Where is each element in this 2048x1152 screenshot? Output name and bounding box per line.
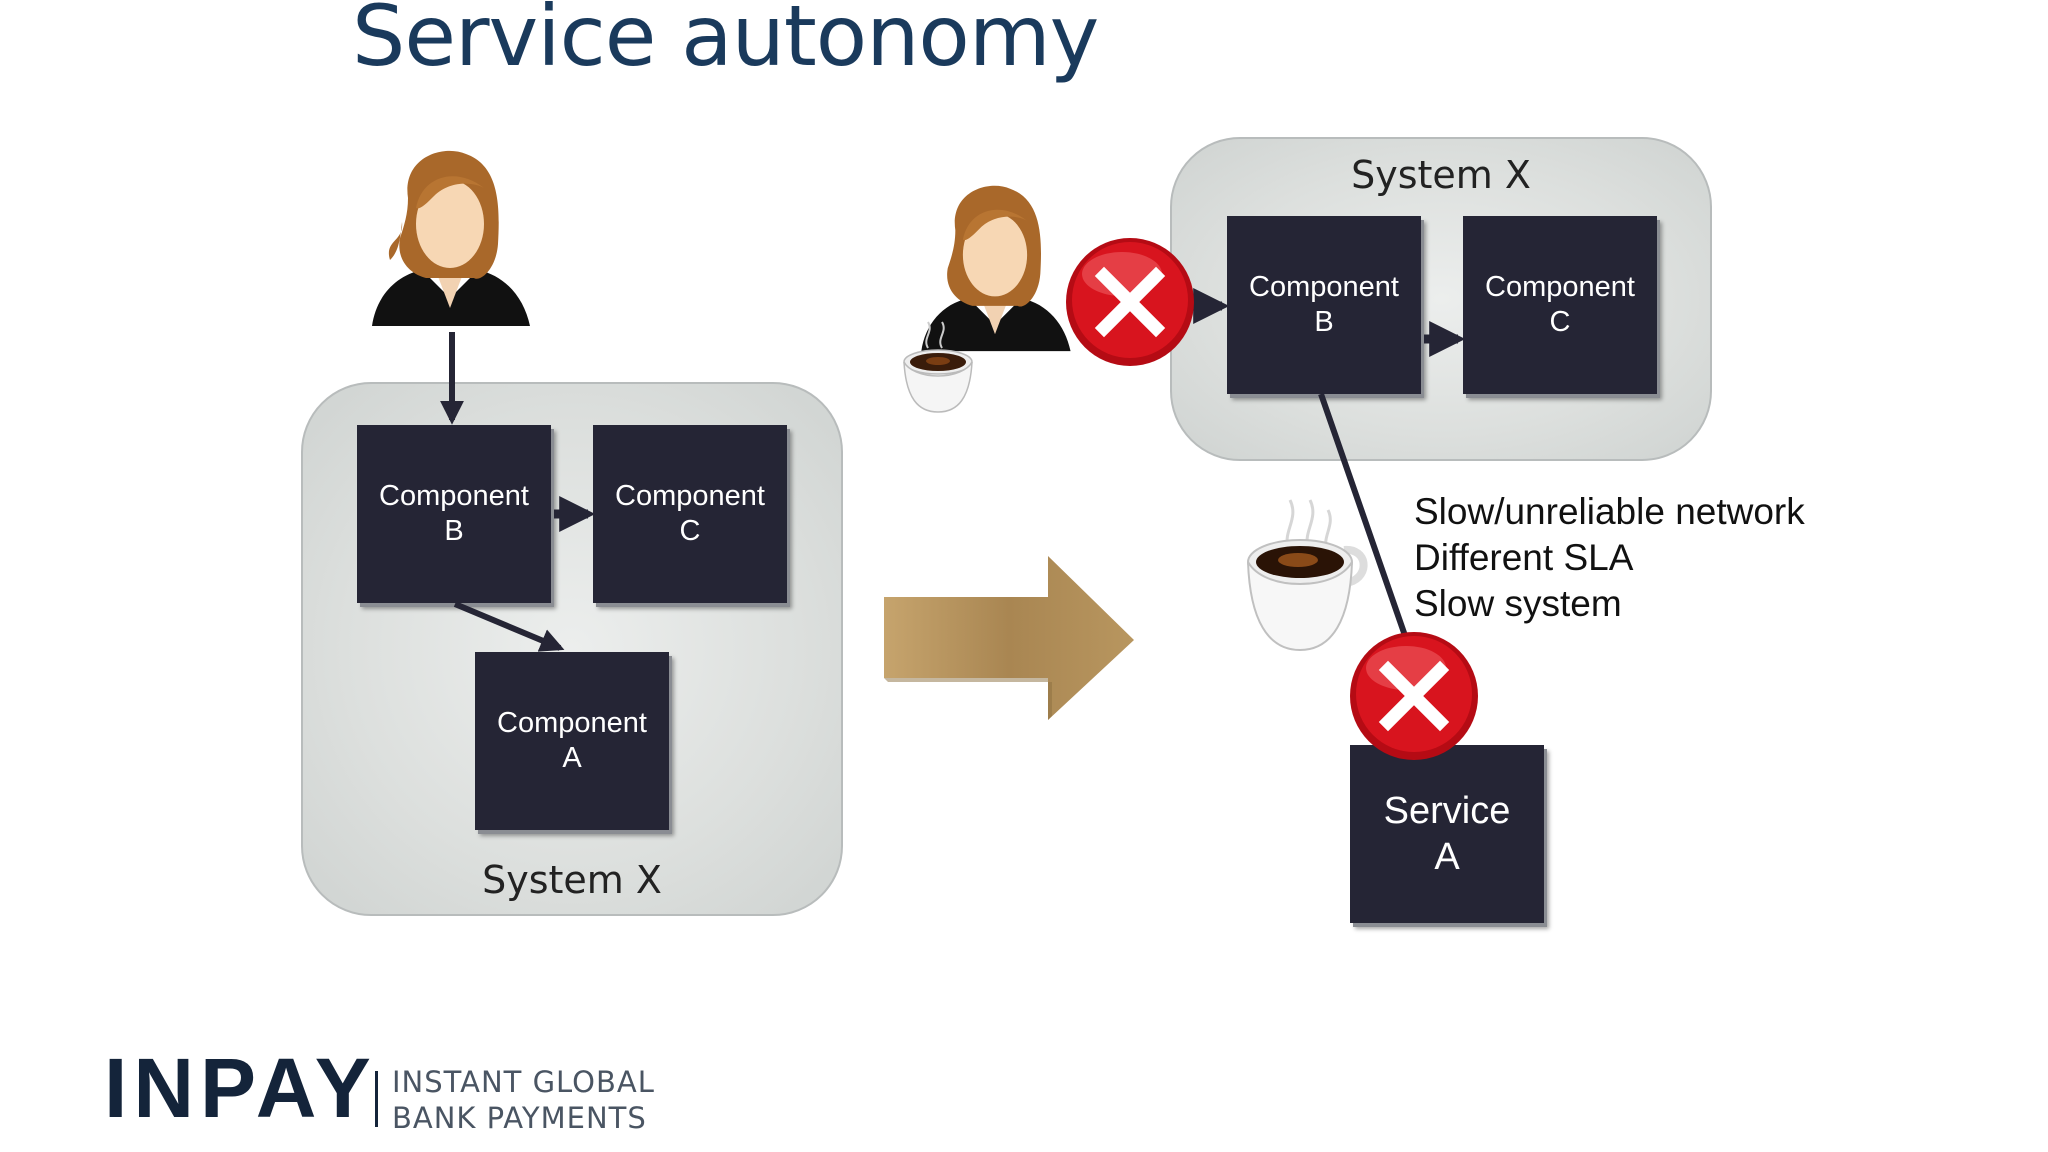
logo-wordmark: INPAY: [104, 1041, 377, 1135]
left-component-a-line2: A: [562, 742, 582, 774]
logo-tagline: INSTANT GLOBAL BANK PAYMENTS: [392, 1064, 655, 1136]
service-a-line1: Service: [1383, 790, 1511, 832]
right-component-b-line1: Component: [1249, 271, 1399, 303]
right-component-c: Component C: [1463, 216, 1657, 394]
left-component-c-line1: Component: [615, 480, 765, 512]
arrow-left-b-to-a: [453, 601, 565, 652]
service-a-line2: A: [1434, 836, 1460, 878]
left-component-a-line1: Component: [497, 707, 647, 739]
left-component-c-line2: C: [679, 515, 701, 547]
note-line-1: Slow/unreliable network: [1414, 491, 1805, 532]
note-line-3: Slow system: [1414, 583, 1622, 624]
left-component-a: Component A: [475, 652, 669, 830]
service-a: Service A: [1350, 745, 1544, 923]
right-component-b: Component B: [1227, 216, 1421, 394]
slide-title: Service autonomy: [352, 0, 1099, 85]
coffee-cup-icon: [903, 321, 973, 413]
transition-arrow-icon: [884, 556, 1134, 720]
error-x-icon: [1350, 632, 1478, 760]
logo-tagline-line2: BANK PAYMENTS: [392, 1101, 647, 1135]
error-x-icon: [1066, 238, 1194, 366]
left-system-label: System X: [482, 858, 662, 902]
right-component-b-line2: B: [1314, 306, 1334, 338]
logo-separator: [375, 1071, 378, 1127]
line-right-b-to-service-a: [1318, 393, 1413, 651]
user-icon: [372, 150, 530, 326]
network-notes: Slow/unreliable network Different SLA Sl…: [1414, 489, 1805, 627]
left-component-c: Component C: [593, 425, 787, 603]
left-component-b-line2: B: [444, 515, 464, 547]
left-component-b: Component B: [357, 425, 551, 603]
note-line-2: Different SLA: [1414, 537, 1634, 578]
right-component-c-line1: Component: [1485, 271, 1635, 303]
right-system-label: System X: [1351, 153, 1531, 197]
logo-tagline-line1: INSTANT GLOBAL: [392, 1065, 655, 1099]
user-icon: [921, 185, 1071, 352]
coffee-cup-icon: [1247, 499, 1368, 652]
left-component-b-line1: Component: [379, 480, 529, 512]
right-component-c-line2: C: [1549, 306, 1571, 338]
